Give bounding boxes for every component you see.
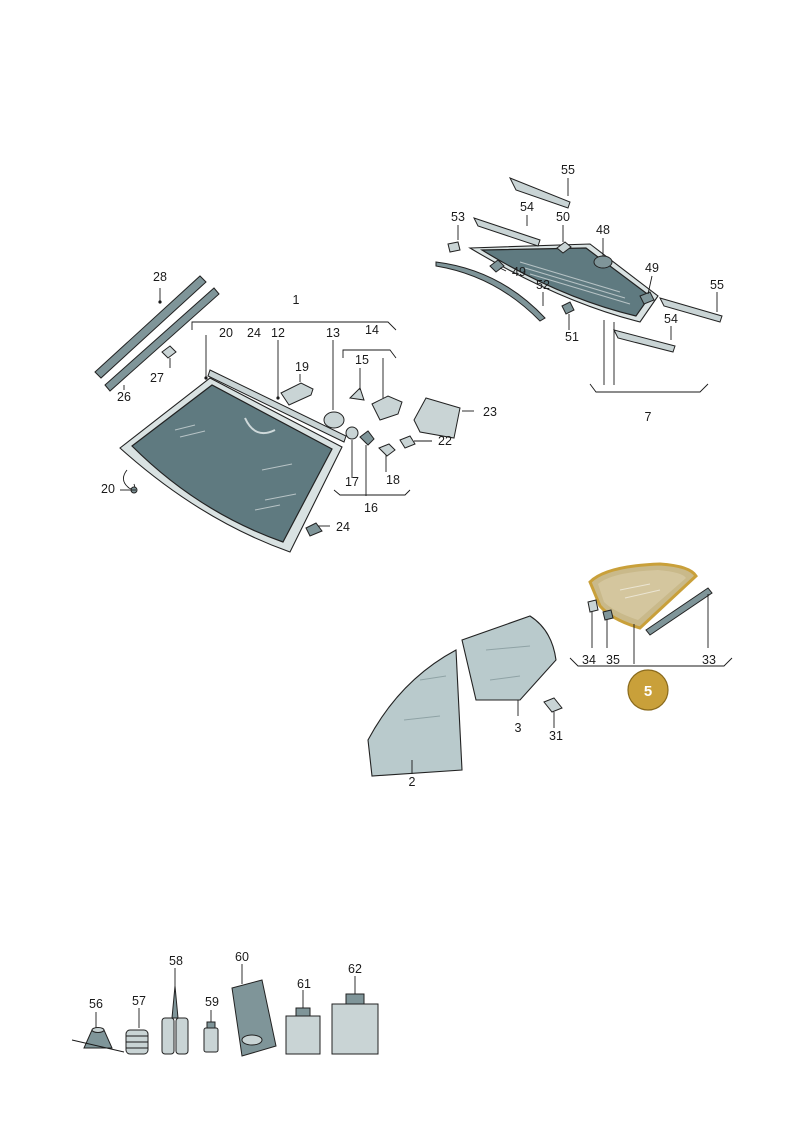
connector-51[interactable]	[561, 301, 575, 315]
consumables-group: 56 57 58 59 60 61 62	[71, 950, 379, 1057]
connector-49-right[interactable]	[639, 291, 655, 305]
part-16[interactable]	[359, 430, 375, 446]
trim-55-top[interactable]	[508, 177, 571, 209]
cable-20[interactable]	[123, 469, 136, 490]
callout-55-right: 55	[710, 278, 724, 292]
seal-52[interactable]	[435, 261, 546, 322]
callout-62: 62	[348, 962, 362, 976]
cartridge-58-right[interactable]	[175, 1017, 189, 1055]
cartridge-58-left[interactable]	[161, 1017, 175, 1055]
callout-20-top: 20	[219, 326, 233, 340]
callout-5: 5	[644, 683, 652, 700]
connector-50[interactable]	[556, 241, 572, 254]
callout-58: 58	[169, 954, 183, 968]
callout-16: 16	[364, 501, 378, 515]
callout-1: 1	[293, 293, 300, 307]
callout-59: 59	[205, 995, 219, 1009]
part-15[interactable]	[348, 387, 365, 401]
nozzle-58	[171, 985, 179, 1019]
trim-strip-26[interactable]	[104, 287, 220, 392]
rear-window-group: 55 54 53 50 48 49 49 55 52 54 51 7	[435, 163, 724, 424]
callout-24-bottom: 24	[336, 520, 350, 534]
callout-22: 22	[438, 434, 452, 448]
trim-strip-28[interactable]	[94, 275, 207, 379]
part-34[interactable]	[587, 599, 599, 613]
callout-33: 33	[702, 653, 716, 667]
callout-2: 2	[409, 775, 416, 789]
trim-54-right[interactable]	[613, 329, 676, 353]
door-glass-3[interactable]	[461, 615, 557, 701]
callout-14: 14	[365, 323, 379, 337]
callout-48: 48	[596, 223, 610, 237]
callout-28: 28	[153, 270, 167, 284]
cover-24[interactable]	[305, 522, 323, 537]
canister-61[interactable]	[285, 1015, 321, 1055]
bag-60[interactable]	[231, 979, 277, 1057]
callout-7: 7	[645, 410, 652, 424]
callout-3: 3	[515, 721, 522, 735]
windshield-group: 28 26 27 1 20 24 12 13 14 15 19 23 22 17…	[94, 270, 497, 553]
callout-55-top: 55	[561, 163, 575, 177]
callout-20-left: 20	[101, 482, 115, 496]
trim-55-right[interactable]	[659, 297, 723, 323]
callout-31: 31	[549, 729, 563, 743]
seal-ring-13[interactable]	[323, 411, 345, 429]
part-31[interactable]	[543, 697, 563, 713]
callout-24-top: 24	[247, 326, 261, 340]
upper-seal-12[interactable]	[207, 369, 347, 443]
callout-34: 34	[582, 653, 596, 667]
door-glass-2[interactable]	[367, 649, 463, 777]
callout-13: 13	[326, 326, 340, 340]
callout-56: 56	[89, 997, 103, 1011]
callout-19: 19	[295, 360, 309, 374]
callout-12: 12	[271, 326, 285, 340]
part-35[interactable]	[602, 609, 614, 621]
part-53[interactable]	[447, 241, 461, 253]
windshield-glass[interactable]	[131, 384, 333, 543]
connector-49-left[interactable]	[489, 259, 505, 273]
canister-62[interactable]	[331, 1003, 379, 1055]
callout-49-left: 49	[512, 265, 526, 279]
callout-57: 57	[132, 994, 146, 1008]
callout-54-right: 54	[664, 312, 678, 326]
part-19[interactable]	[280, 382, 314, 406]
highlight-badge-5[interactable]	[627, 669, 669, 711]
callout-15: 15	[355, 353, 369, 367]
callout-50: 50	[556, 210, 570, 224]
callout-26: 26	[117, 390, 131, 404]
clip-27[interactable]	[161, 345, 177, 359]
part-48[interactable]	[593, 255, 613, 269]
clip-18[interactable]	[378, 443, 396, 457]
part-22[interactable]	[399, 435, 416, 449]
callout-52: 52	[536, 278, 550, 292]
callout-60: 60	[235, 950, 249, 964]
seal-33[interactable]	[645, 587, 713, 636]
callout-51: 51	[565, 330, 579, 344]
callout-18: 18	[386, 473, 400, 487]
bracket-14[interactable]	[371, 395, 403, 421]
sensor-area	[244, 417, 276, 434]
callout-17: 17	[345, 475, 359, 489]
mirror-cover-23[interactable]	[413, 397, 461, 439]
callout-61: 61	[297, 977, 311, 991]
part-17[interactable]	[345, 426, 359, 440]
callout-35: 35	[606, 653, 620, 667]
callout-27: 27	[150, 371, 164, 385]
side-windows-group: 34 35 33 5 3 31 2	[367, 562, 733, 789]
bottle-59[interactable]	[203, 1027, 219, 1053]
callout-23: 23	[483, 405, 497, 419]
callout-53: 53	[451, 210, 465, 224]
callout-54-top: 54	[520, 200, 534, 214]
callout-49-right: 49	[645, 261, 659, 275]
trim-54-top[interactable]	[473, 217, 541, 247]
